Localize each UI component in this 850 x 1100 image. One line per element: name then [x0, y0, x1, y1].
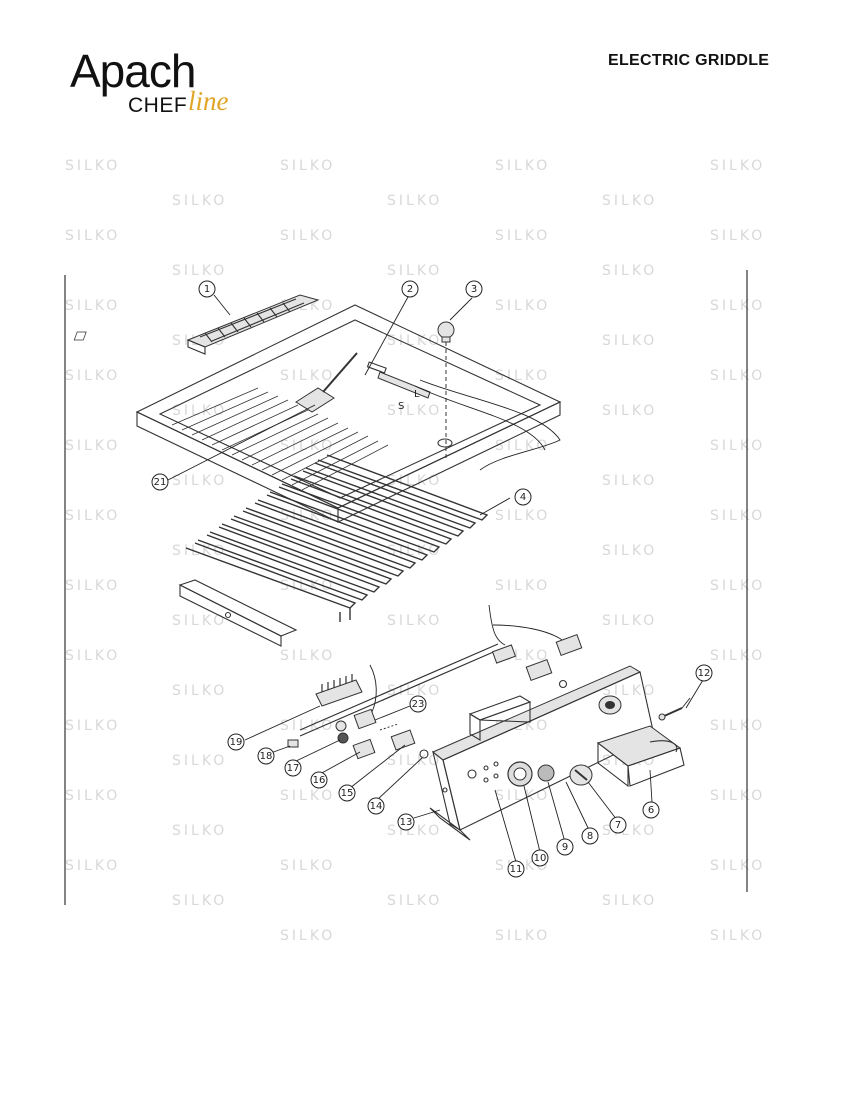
callout-1: 1: [198, 280, 216, 298]
callout-number: 13: [400, 817, 413, 828]
callout-circle: [581, 827, 599, 845]
callout-number: 15: [341, 788, 354, 799]
callout-6: 6: [642, 801, 660, 819]
callout-number: 14: [370, 801, 383, 812]
document-title: ELECTRIC GRIDDLE: [608, 52, 770, 69]
callout-21: 21: [151, 473, 169, 491]
callout-4: 4: [514, 488, 532, 506]
callout-circle: [531, 849, 549, 867]
side-label-l: L: [414, 389, 420, 400]
callout-number: 2: [407, 284, 413, 295]
brand-chef: CHEF: [128, 94, 188, 117]
callout-2: 2: [401, 280, 419, 298]
callout-circle: [338, 784, 356, 802]
part-foot-knob: [437, 321, 455, 458]
callout-9: 9: [556, 838, 574, 856]
brand-logo: Apach CHEF line: [70, 44, 270, 124]
callout-circle: [507, 860, 525, 878]
callout-number: 16: [313, 775, 326, 786]
callout-number: 12: [698, 668, 711, 679]
callout-18: 18: [257, 747, 275, 765]
callout-circle: [397, 813, 415, 831]
callout-number: 21: [154, 477, 167, 488]
part-thermostat-probe: [658, 697, 691, 721]
callout-11: 11: [507, 860, 525, 878]
callout-circle: [151, 473, 169, 491]
callout-23: 23: [409, 695, 427, 713]
part-control-panel: [429, 665, 655, 841]
brand-apach: Apach: [70, 45, 196, 97]
part-terminal-block: [315, 674, 363, 707]
part-heating-elements: [185, 454, 489, 622]
part-fat-tray: [596, 725, 685, 788]
callout-circle: [409, 695, 427, 713]
part-scraper: [295, 352, 358, 413]
side-label-s: S: [398, 401, 404, 412]
callout-number: 9: [562, 842, 568, 853]
callout-number: 7: [615, 820, 621, 831]
callout-15: 15: [338, 784, 356, 802]
callout-8: 8: [581, 827, 599, 845]
callout-number: 23: [412, 699, 425, 710]
callout-circle: [198, 280, 216, 298]
callout-number: 11: [510, 864, 523, 875]
callout-circle: [310, 771, 328, 789]
callout-number: 17: [287, 763, 300, 774]
callout-circle: [609, 816, 627, 834]
callout-10: 10: [531, 849, 549, 867]
part-wiring: [299, 604, 566, 737]
part-grille: [73, 294, 320, 355]
brand-line: line: [188, 86, 229, 116]
callout-3: 3: [465, 280, 483, 298]
callout-7: 7: [609, 816, 627, 834]
part-switch-assembly: [287, 708, 429, 760]
callout-number: 3: [471, 284, 477, 295]
callout-number: 19: [230, 737, 243, 748]
part-element-bracket: [178, 579, 298, 647]
callout-number: 18: [260, 751, 273, 762]
callout-circle: [695, 664, 713, 682]
callout-number: 1: [204, 284, 210, 295]
part-box-rear: [468, 695, 532, 741]
callout-circle: [642, 801, 660, 819]
callout-number: 4: [520, 492, 526, 503]
callout-13: 13: [397, 813, 415, 831]
leader-lines: [167, 294, 704, 863]
callout-12: 12: [695, 664, 713, 682]
callout-circle: [367, 797, 385, 815]
callout-circle: [227, 733, 245, 751]
callout-circle: [257, 747, 275, 765]
callout-number: 6: [648, 805, 654, 816]
callout-16: 16: [310, 771, 328, 789]
callout-circle: [514, 488, 532, 506]
callout-circle: [556, 838, 574, 856]
callout-circle: [401, 280, 419, 298]
callout-14: 14: [367, 797, 385, 815]
callout-number: 10: [534, 853, 547, 864]
callout-19: 19: [227, 733, 245, 751]
callout-number: 8: [587, 831, 593, 842]
callout-circle: [465, 280, 483, 298]
callout-circle: [284, 759, 302, 777]
part-connectors-right: [491, 634, 583, 689]
callout-17: 17: [284, 759, 302, 777]
